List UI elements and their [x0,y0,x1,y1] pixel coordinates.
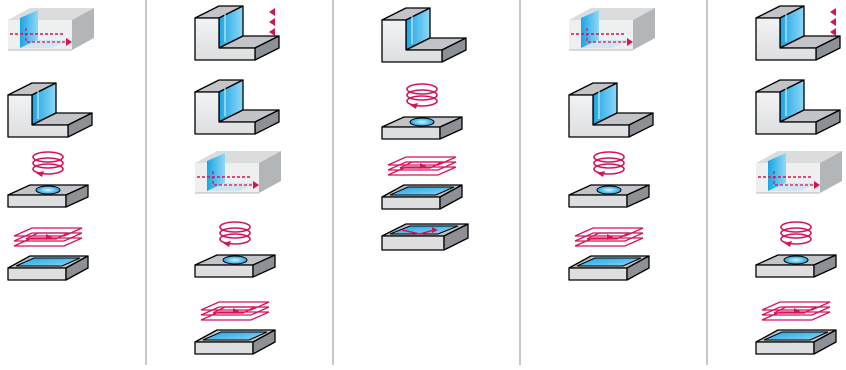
helical-milling-icon [755,221,837,278]
wall-finishing-icon [569,8,655,51]
step-milling-icon [194,5,280,61]
column-divider [706,0,708,365]
ramping-icon [381,223,469,251]
pocket-milling-icon [755,301,837,355]
shoulder-milling-icon [194,79,280,135]
helical-milling-icon [7,151,89,208]
step-milling-icon [755,5,841,61]
column-divider [332,0,334,365]
wall-finishing-icon [195,151,281,194]
shoulder-milling-icon [568,82,654,138]
wall-finishing-icon [8,8,94,51]
helical-milling-icon [568,151,650,208]
shoulder-milling-icon [755,79,841,135]
column-divider [145,0,147,365]
helical-milling-icon [194,221,276,278]
helical-milling-icon [381,83,463,140]
column-divider [519,0,521,365]
shoulder-milling-icon [381,7,467,63]
shoulder-milling-icon [7,82,93,138]
wall-finishing-icon [756,151,842,194]
pocket-milling-icon [568,227,650,281]
pocket-milling-icon [7,227,89,281]
pocket-milling-icon [194,301,276,355]
pocket-milling-icon [381,156,463,210]
